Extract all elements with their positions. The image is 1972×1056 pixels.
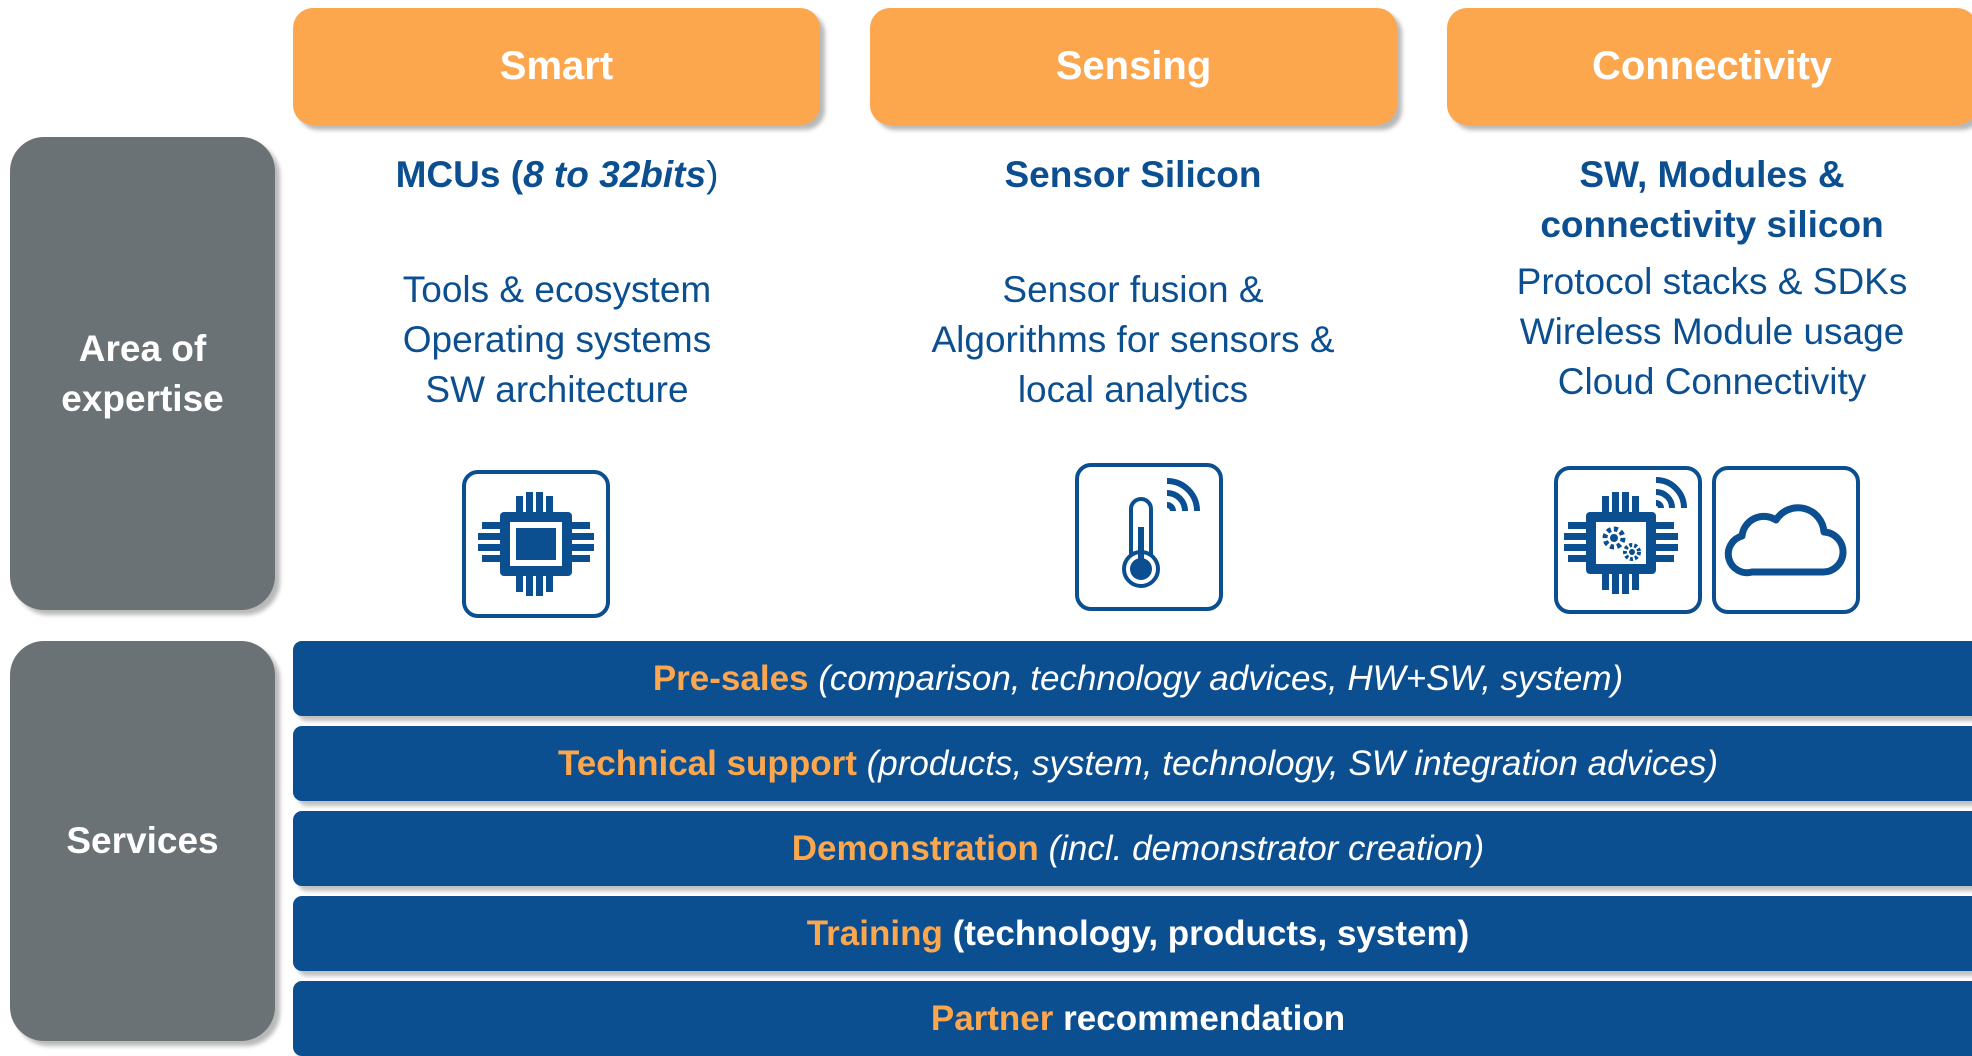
area-of-expertise-text: Area of expertise <box>61 327 224 419</box>
header-smart: Smart <box>293 8 820 125</box>
service-technical-support: Technical support (products, system, tec… <box>293 726 1972 801</box>
header-sensing-text: Sensing <box>1055 44 1212 88</box>
service-training: Training (technology, products, system) <box>293 896 1972 971</box>
service-desc: (comparison, technology advices, HW+SW, … <box>818 658 1624 698</box>
service-key: Demonstration <box>791 828 1039 868</box>
thermometer-wireless-icon <box>1075 463 1223 611</box>
service-key: Partner <box>930 998 1054 1038</box>
column-smart-title: MCUs (8 to 32bits) <box>297 150 817 265</box>
microchip-icon <box>462 470 610 618</box>
services-text: Services <box>66 820 219 861</box>
cloud-icon <box>1712 466 1860 614</box>
header-sensing: Sensing <box>870 8 1397 125</box>
chip-gears-wireless-icon <box>1554 466 1702 614</box>
title-line: SW, Modules & <box>1579 154 1845 195</box>
line: Tools & ecosystem <box>402 269 712 310</box>
area-of-expertise-label: Area of expertise <box>10 137 275 610</box>
service-key: Pre-sales <box>652 658 809 698</box>
column-connectivity-lines: Protocol stacks & SDKs Wireless Module u… <box>1452 257 1972 407</box>
line: Wireless Module usage <box>1519 311 1905 352</box>
service-desc: (incl. demonstrator creation) <box>1048 828 1485 868</box>
line: Cloud Connectivity <box>1557 361 1867 402</box>
line: Operating systems <box>402 319 712 360</box>
service-partner: Partner recommendation <box>293 981 1972 1056</box>
service-presales: Pre-sales (comparison, technology advice… <box>293 641 1972 716</box>
title-prefix: MCUs ( <box>395 154 524 195</box>
service-key: Training <box>806 913 943 953</box>
column-sensing-lines: Sensor fusion & Algorithms for sensors &… <box>873 265 1393 415</box>
column-sensing: Sensor Silicon Sensor fusion & Algorithm… <box>873 150 1393 415</box>
line: local analytics <box>1017 369 1249 410</box>
column-smart: MCUs (8 to 32bits) Tools & ecosystem Ope… <box>297 150 817 415</box>
title-suffix: ) <box>706 154 719 195</box>
service-desc: (products, system, technology, SW integr… <box>866 743 1718 783</box>
column-sensing-title: Sensor Silicon <box>873 150 1393 265</box>
column-connectivity-title: SW, Modules & connectivity silicon <box>1452 150 1972 265</box>
service-desc: (technology, products, system) <box>952 913 1470 953</box>
line: SW architecture <box>425 369 689 410</box>
line: Protocol stacks & SDKs <box>1516 261 1908 302</box>
services-label: Services <box>10 641 275 1041</box>
header-connectivity-text: Connectivity <box>1591 44 1833 88</box>
line: Algorithms for sensors & <box>931 319 1335 360</box>
header-connectivity: Connectivity <box>1447 8 1972 125</box>
title-italic: 8 to 32bits <box>523 154 707 195</box>
header-smart-text: Smart <box>499 44 614 88</box>
line: Sensor fusion & <box>1002 269 1264 310</box>
service-demonstration: Demonstration (incl. demonstrator creati… <box>293 811 1972 886</box>
title-line: Sensor Silicon <box>1004 154 1262 195</box>
column-smart-lines: Tools & ecosystem Operating systems SW a… <box>297 265 817 415</box>
column-connectivity: SW, Modules & connectivity silicon Proto… <box>1452 150 1972 407</box>
service-key: Technical support <box>558 743 857 783</box>
title-line: connectivity silicon <box>1540 204 1884 245</box>
service-desc: recommendation <box>1063 998 1346 1038</box>
